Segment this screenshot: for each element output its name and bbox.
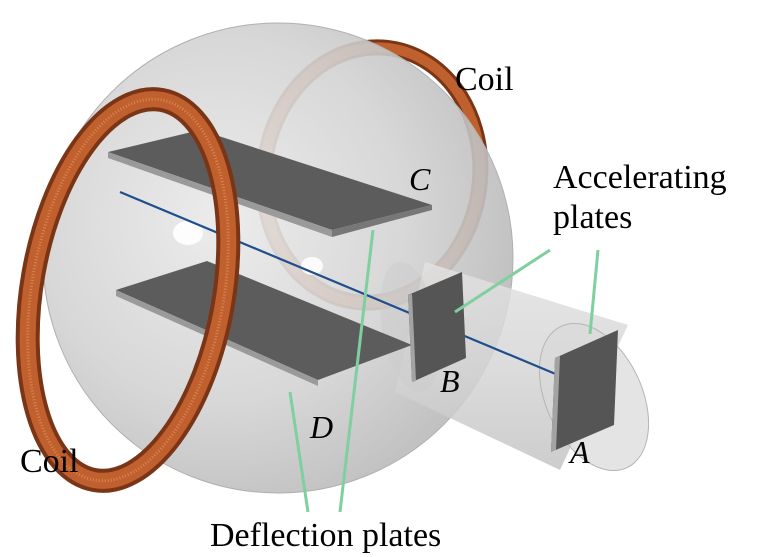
leader-accelerating-b: [454, 248, 551, 314]
plate-c-label: C: [409, 161, 431, 197]
plate-a: [551, 330, 618, 452]
electron-beam: [119, 190, 559, 377]
plate-b-label: B: [440, 363, 460, 399]
leader-accelerating-a: [588, 249, 600, 335]
leader-deflection-d: [288, 391, 310, 513]
plate-a-label: A: [568, 434, 590, 470]
plate-b: [408, 272, 466, 382]
accelerating-label-1: Accelerating: [553, 159, 727, 196]
highlight: [173, 221, 203, 245]
accelerating-label-2: plates: [553, 199, 632, 236]
coil-bottom-label: Coil: [20, 443, 79, 480]
coil-top-label: Coil: [455, 61, 514, 98]
leader-lines: [288, 229, 600, 513]
leader-deflection-c: [338, 229, 375, 513]
plate-d-label: D: [309, 409, 333, 445]
deflection-plates-label: Deflection plates: [210, 517, 441, 554]
coil-front: [15, 87, 241, 493]
